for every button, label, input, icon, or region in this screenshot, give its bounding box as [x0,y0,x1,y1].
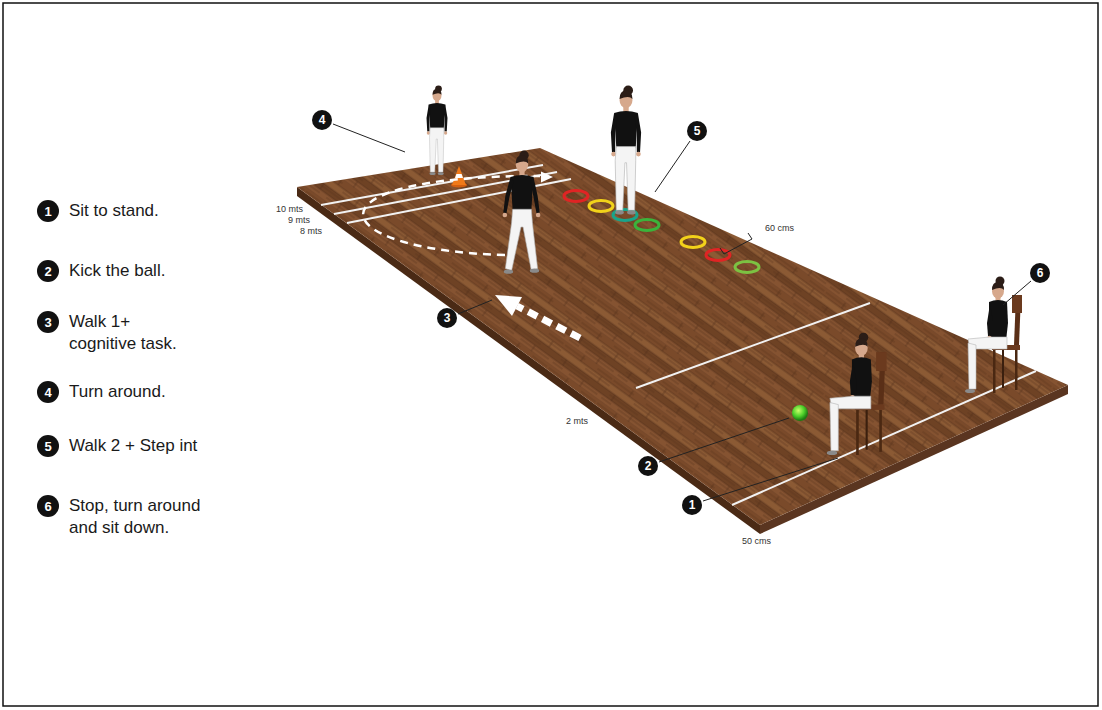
dimension-label: 50 cms [742,536,771,547]
wooden-floor [297,148,1068,525]
step-hoops [564,191,759,273]
step-number: 1 [37,200,59,222]
seated-person [827,333,887,455]
callout-number: 6 [1030,263,1050,283]
ball [792,405,808,421]
step-number: 4 [37,381,59,403]
step-text: Kick the ball. [69,260,165,282]
dimension-label: 60 cms [765,223,794,234]
step-number: 3 [37,311,59,333]
step-number: 5 [37,435,59,457]
step-text: Stop, turn around and sit down. [69,495,219,539]
frame [3,3,1098,706]
dimension-label: 2 mts [566,416,588,427]
seated-person [965,277,1022,394]
dimension-bracket [720,233,752,254]
callout-number: 5 [687,121,707,141]
dimension-label: 8 mts [300,226,322,237]
standing-person [611,86,641,215]
walk-arrow [495,295,580,338]
walking-person [503,151,541,274]
step-text: Walk 2 + Step int [69,435,197,457]
step-number: 2 [37,260,59,282]
callout-number: 1 [682,495,702,515]
traffic-cone [451,166,467,188]
step-text: Turn around. [69,381,166,403]
callout-number: 4 [312,110,332,130]
dimension-label: 10 mts [276,204,303,215]
step-number: 6 [37,495,59,517]
step-text: Sit to stand. [69,200,159,222]
leader-lines [333,124,1031,501]
callout-number: 3 [437,308,457,328]
step-text: Walk 1+ cognitive task. [69,311,199,355]
dimension-label: 9 mts [288,215,310,226]
standing-person [427,85,448,175]
callout-number: 2 [638,456,658,476]
floor-marks [321,165,1036,505]
